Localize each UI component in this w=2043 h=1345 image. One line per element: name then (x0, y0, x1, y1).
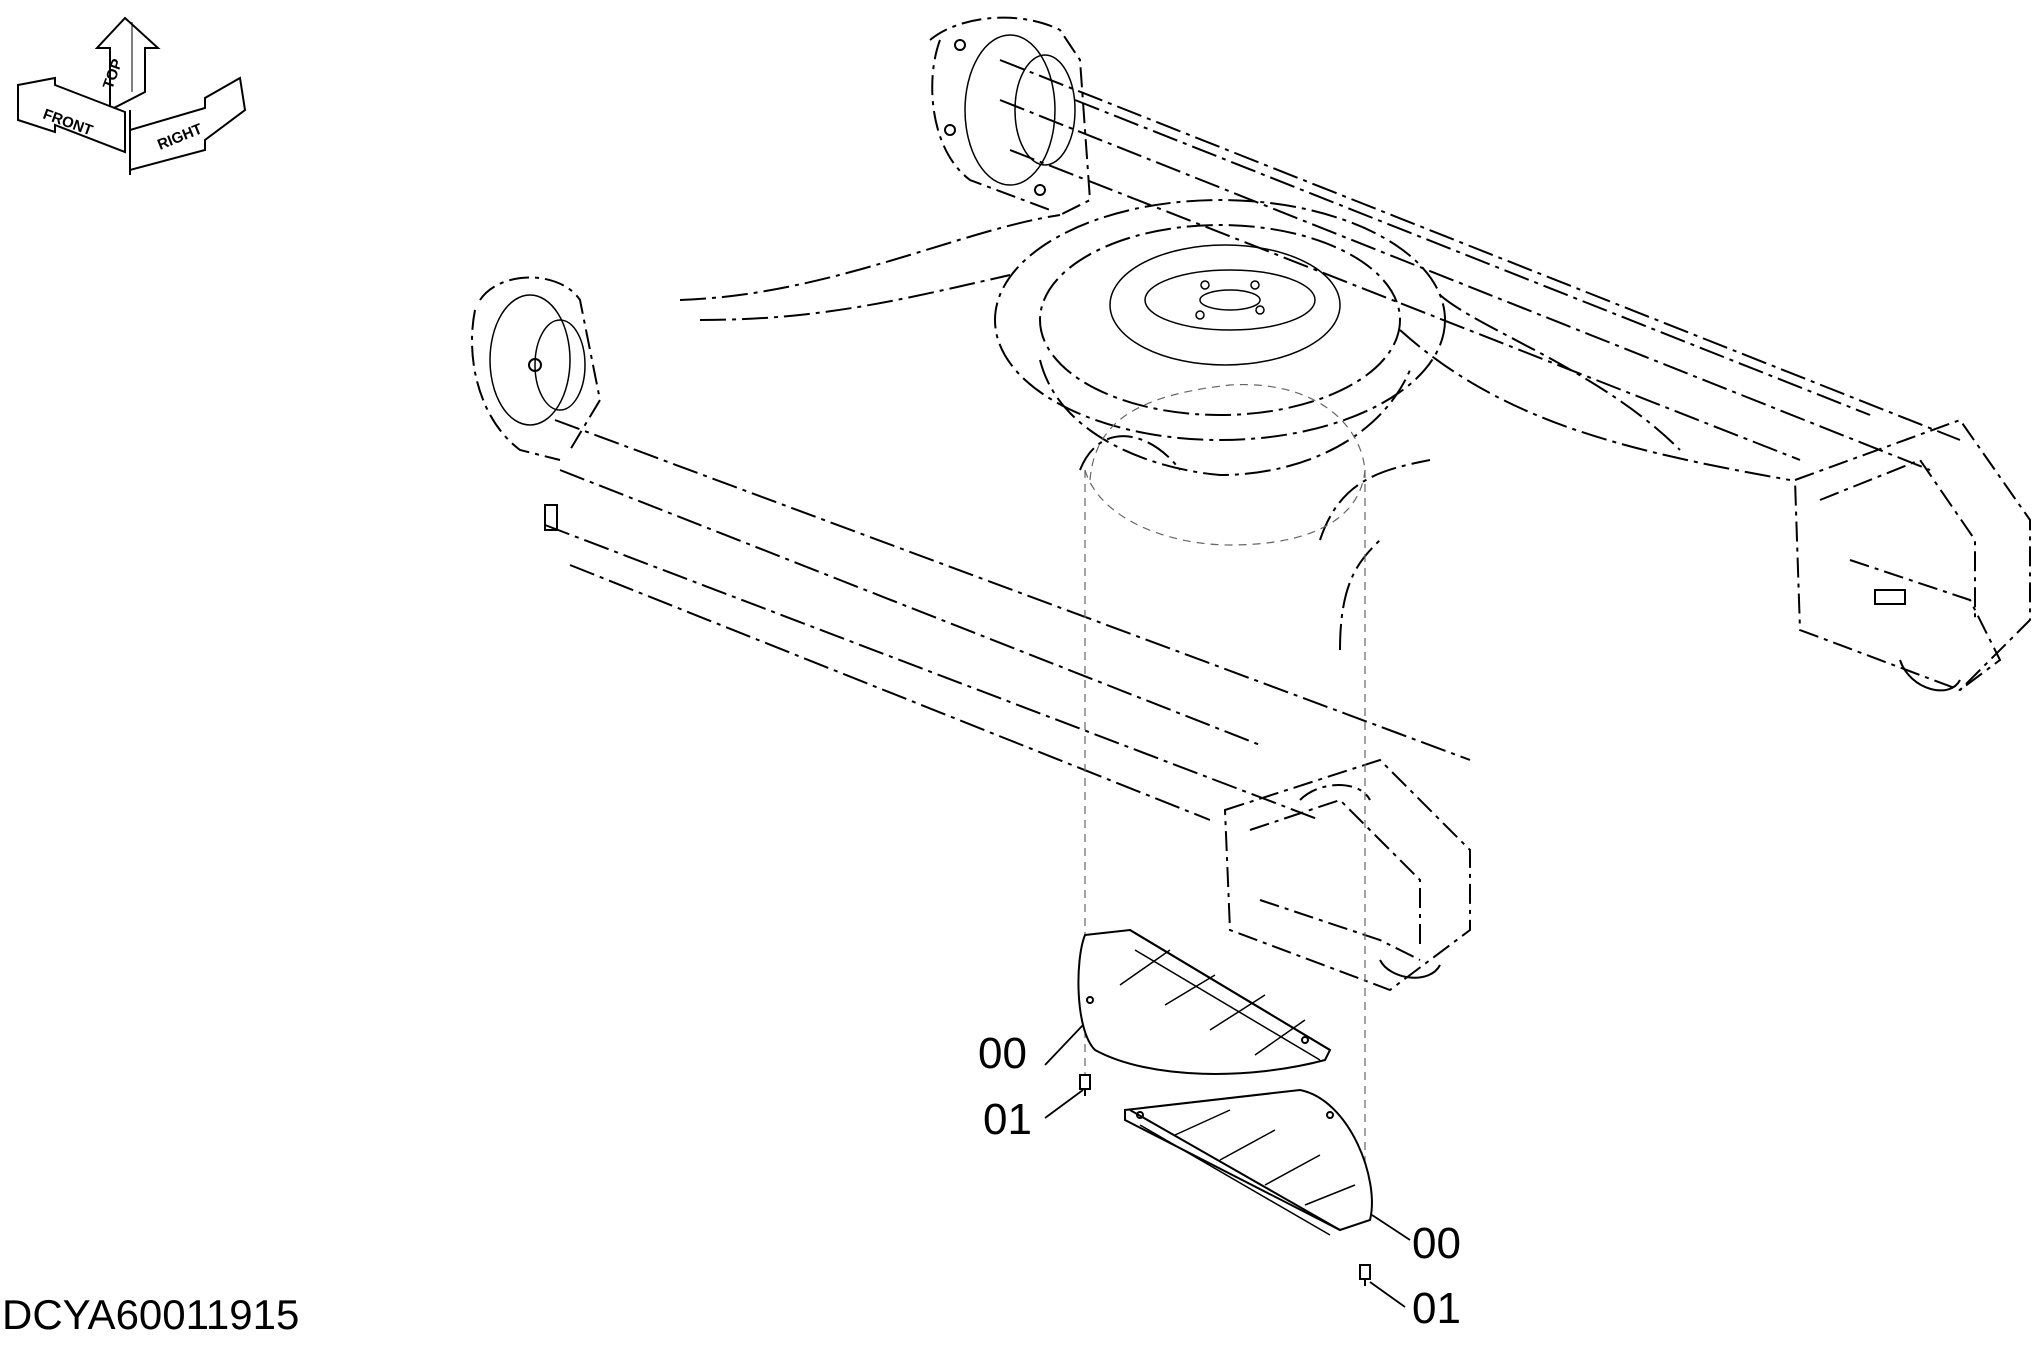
callout-lower-bolt: 01 (1412, 1284, 1461, 1333)
callout-upper-bolt: 01 (983, 1095, 1032, 1144)
sprocket-housing-rear (929, 16, 1092, 216)
callout-lower-plate: 00 (1412, 1219, 1461, 1268)
orientation-arrows-icon: FRONT TOP RIGHT (17, 16, 247, 175)
swing-bearing (994, 199, 1446, 477)
bolt-upper (1079, 1074, 1091, 1096)
track-frame (544, 59, 1961, 821)
callout-leaders (1044, 1024, 1411, 1308)
undercover-plate-upper (1077, 928, 1332, 1075)
callout-upper-plate: 00 (978, 1029, 1027, 1078)
center-plate (1144, 269, 1316, 331)
track-end-right (1793, 418, 2031, 692)
track-end-front (1223, 758, 1471, 992)
document-number: DCYA60011915 (2, 1291, 300, 1338)
bolt-lower (1359, 1264, 1371, 1286)
sprocket-housing-front (471, 276, 602, 531)
undercover-plate-lower (1124, 1088, 1373, 1236)
